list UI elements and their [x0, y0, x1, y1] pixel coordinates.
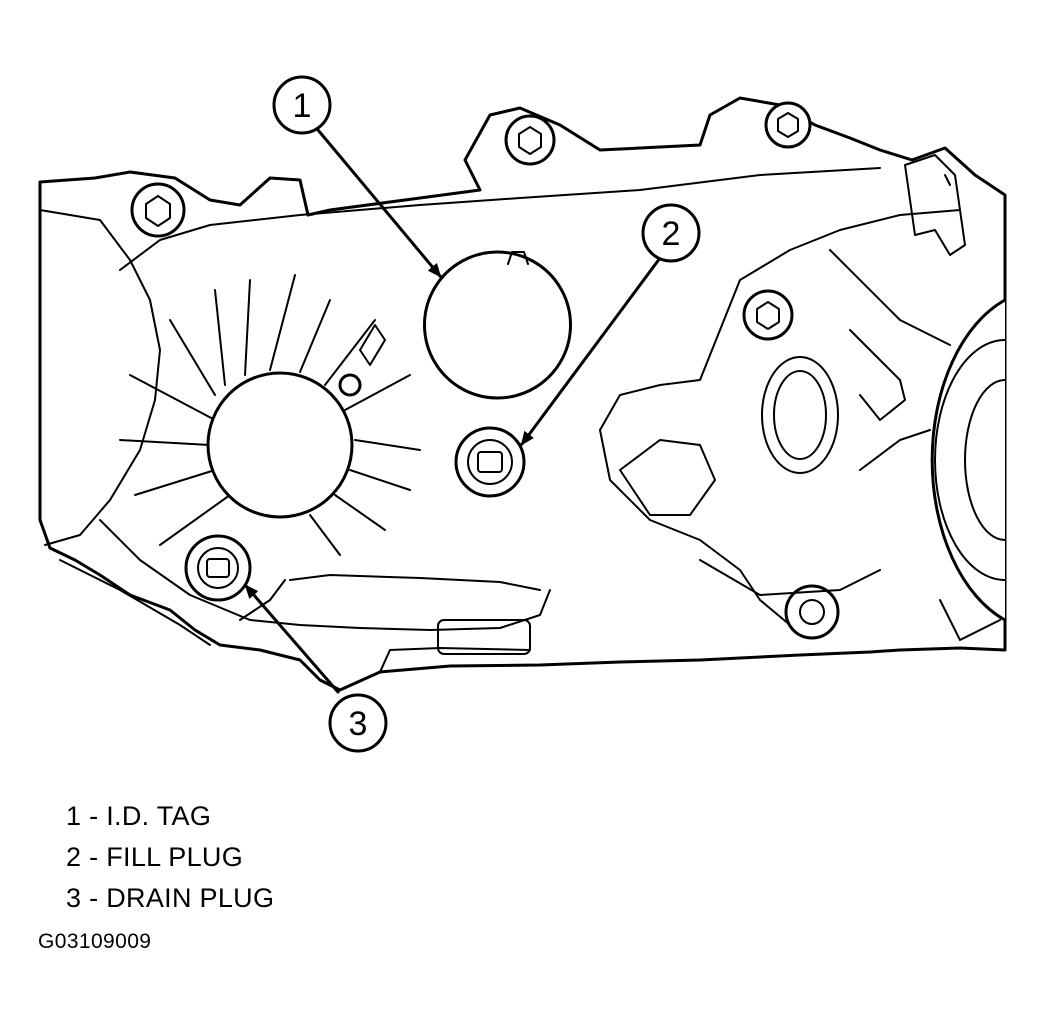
output-housing [599, 154, 1006, 641]
lower-right-boss [784, 584, 840, 640]
legend-separator: - [89, 801, 99, 831]
bolt-right-mount [742, 289, 794, 341]
callout-1-number: 1 [293, 87, 312, 125]
id-tag [423, 250, 572, 400]
callout-3: 3 [328, 693, 388, 753]
legend-label: I.D. TAG [106, 801, 212, 831]
leader-arrow-3 [244, 584, 340, 694]
legend-label: DRAIN PLUG [106, 883, 275, 913]
legend-item-2: 2 - FILL PLUG [66, 837, 274, 878]
legend: 1 - I.D. TAG 2 - FILL PLUG 3 - DRAIN PLU… [66, 796, 274, 919]
bolt-top-right [764, 101, 812, 149]
leader-arrow-2 [520, 256, 662, 446]
callout-1: 1 [272, 75, 332, 135]
bolt-top-left [130, 182, 186, 238]
leader-arrow-1 [316, 128, 442, 278]
callout-2: 2 [641, 203, 701, 263]
legend-separator: - [89, 842, 99, 872]
figure-code: G03109009 [38, 930, 152, 953]
callout-3-number: 3 [349, 705, 368, 743]
ribbed-hub [119, 274, 421, 556]
legend-separator: - [89, 883, 99, 913]
housing-outline [38, 96, 1007, 692]
legend-item-3: 3 - DRAIN PLUG [66, 878, 274, 919]
callout-2-number: 2 [662, 215, 681, 253]
legend-number: 2 [66, 842, 82, 872]
leader-arrows [244, 128, 662, 694]
legend-number: 3 [66, 883, 82, 913]
fill-plug [454, 426, 526, 498]
legend-label: FILL PLUG [106, 842, 244, 872]
legend-item-1: 1 - I.D. TAG [66, 796, 274, 837]
legend-number: 1 [66, 801, 82, 831]
bolt-top-center [504, 114, 556, 166]
drain-plug [184, 534, 252, 602]
